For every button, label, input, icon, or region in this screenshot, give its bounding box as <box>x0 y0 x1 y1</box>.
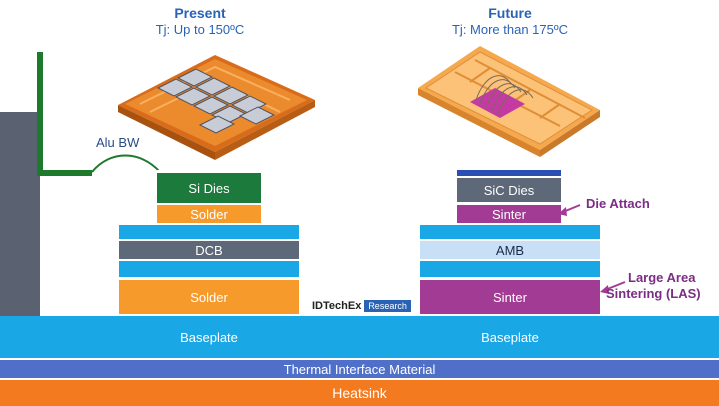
die-attach-callout: Die Attach <box>586 196 650 211</box>
terminal-lead <box>37 52 92 176</box>
sic-dies-layer: SiC Dies <box>457 178 561 202</box>
idtechex-watermark: IDTechEx Research <box>312 299 411 313</box>
future-subtitle: Tj: More than 175ºC <box>451 22 569 37</box>
baseplate-layer <box>0 316 719 358</box>
si-dies-layer: Si Dies <box>157 170 261 203</box>
tim-layer: Thermal Interface Material <box>0 360 719 378</box>
present-title: Present <box>174 5 226 21</box>
copper-bottom-layer <box>119 261 299 277</box>
las-callout-line1: Large Area <box>628 270 696 285</box>
watermark-brand: IDTechEx <box>312 300 362 312</box>
las-callout-line2: Sintering (LAS) <box>606 286 701 301</box>
si-module-illustration <box>118 55 315 160</box>
watermark-tag: Research <box>364 300 411 312</box>
heatsink-layer: Heatsink <box>0 380 719 406</box>
amb-copper-top <box>420 225 600 239</box>
amb-copper-bottom <box>420 261 600 277</box>
baseplate-label-right: Baseplate <box>481 329 539 345</box>
sinter-top-layer: Sinter <box>457 205 561 223</box>
solder-bottom-layer: Solder <box>119 280 299 314</box>
dcb-layer: DCB <box>119 241 299 259</box>
housing-wall <box>0 112 40 318</box>
sinter-bottom-layer: Sinter <box>420 280 600 314</box>
alu-bw-label: Alu BW <box>96 135 140 150</box>
baseplate-label-left: Baseplate <box>180 329 238 345</box>
amb-layer: AMB <box>420 241 600 259</box>
solder-top-layer: Solder <box>157 205 261 223</box>
sic-top-metal <box>457 170 561 176</box>
copper-top-layer <box>119 225 299 239</box>
bond-wire <box>91 154 161 173</box>
future-title: Future <box>488 5 532 21</box>
sic-module-illustration <box>418 46 600 157</box>
present-subtitle: Tj: Up to 150ºC <box>155 22 245 37</box>
